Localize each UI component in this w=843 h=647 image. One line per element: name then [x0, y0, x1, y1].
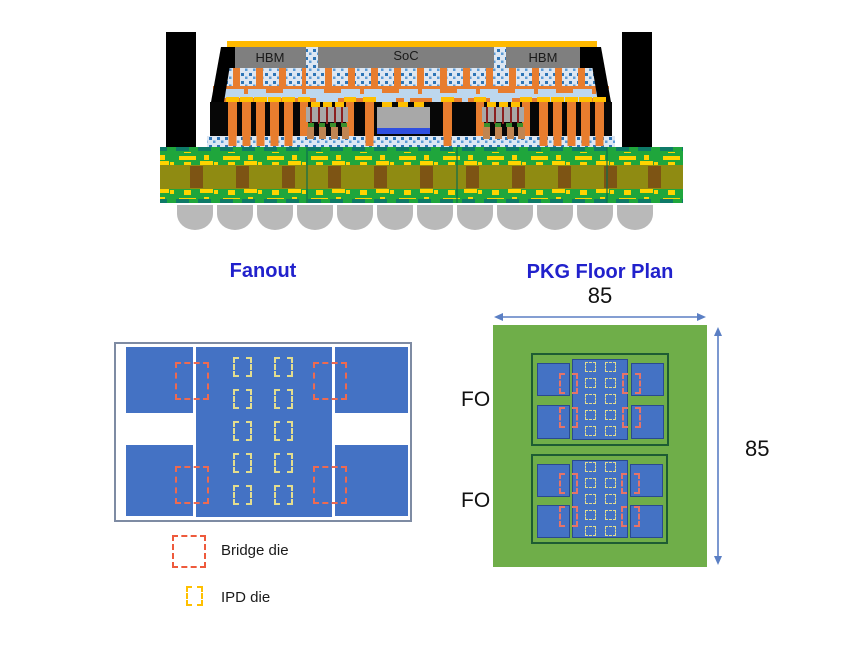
mini-bridge-die	[559, 473, 578, 494]
mini-ipd-grid	[585, 462, 616, 536]
fanout-hbm-bottom-left	[126, 445, 193, 516]
ipd-die-outline	[233, 357, 252, 377]
fo-label-bottom: FO	[461, 489, 491, 512]
width-dimension-arrow	[494, 313, 706, 321]
mini-bridge-die	[622, 407, 641, 428]
mini-bridge-die	[622, 373, 641, 394]
hbm-die-left	[235, 47, 306, 68]
pkg-height-dimension: 85	[745, 436, 770, 461]
soc-label: SoC	[393, 48, 418, 63]
soc-die	[318, 47, 494, 68]
bridge-die-outline	[175, 466, 209, 504]
ipd-die-outline	[274, 389, 293, 409]
mini-ipd-die	[605, 410, 616, 420]
substrate	[160, 147, 683, 203]
mini-ipd-die	[605, 526, 616, 536]
mini-ipd-die	[585, 378, 596, 388]
mini-ipd-die	[605, 510, 616, 520]
fanout-hbm-bottom-right	[335, 445, 408, 516]
mini-ipd-die	[605, 378, 616, 388]
bridge-die-outline	[175, 362, 209, 400]
ipd-die-outline	[274, 485, 293, 505]
mini-ipd-die	[605, 478, 616, 488]
ipd-die-outline	[233, 421, 252, 441]
mini-hbm	[631, 405, 664, 439]
fanout-soc-region	[196, 347, 332, 517]
stiffener-bar-left	[166, 32, 196, 147]
pkg-width-dimension: 85	[587, 283, 613, 308]
mini-ipd-die	[585, 426, 596, 436]
legend-ipd-die-label: IPD die	[221, 589, 271, 606]
mini-bridge-die	[621, 506, 640, 527]
mini-bridge-die	[559, 373, 578, 394]
mini-hbm	[630, 464, 663, 497]
bump-layer	[207, 136, 615, 147]
mini-ipd-die	[605, 426, 616, 436]
stiffener-bar-right	[622, 32, 652, 147]
fanout-title: Fanout	[229, 260, 297, 282]
mini-soc	[572, 460, 628, 538]
mini-ipd-die	[605, 494, 616, 504]
center-die	[377, 102, 430, 134]
mini-ipd-die	[605, 362, 616, 372]
fanout-outline	[114, 342, 412, 522]
pkg-floor-plan-title: PKG Floor Plan	[526, 261, 674, 283]
mini-ipd-grid	[585, 362, 616, 436]
mold-layer	[207, 97, 615, 147]
legend-bridge-die-label: Bridge die	[221, 542, 289, 559]
mini-ipd-die	[605, 394, 616, 404]
interposer-stack	[213, 68, 609, 102]
ipd-die-outline	[233, 485, 252, 505]
mini-ipd-die	[585, 494, 596, 504]
legend-ipd-die-swatch	[186, 586, 203, 606]
die-row: HBM SoC HBM	[211, 47, 611, 102]
fanout-module-top	[531, 353, 669, 446]
pkg-substrate	[493, 325, 707, 567]
mini-ipd-die	[585, 510, 596, 520]
mini-hbm	[537, 464, 570, 497]
package-lid	[227, 41, 597, 47]
hbm-left-label: HBM	[256, 50, 285, 65]
mini-hbm	[631, 363, 664, 396]
rdl-layer	[213, 86, 609, 102]
solder-balls	[177, 205, 653, 230]
mini-hbm	[537, 363, 570, 396]
ipd-die-grid	[233, 357, 293, 505]
fanout-hbm-top-right	[335, 347, 408, 413]
ipd-die-outline	[274, 453, 293, 473]
bridge-die-outline	[313, 362, 347, 400]
fanout-hbm-top-left	[126, 347, 193, 413]
package-cross-section: HBM SoC HBM	[160, 32, 683, 230]
mini-ipd-die	[585, 462, 596, 472]
ipd-die-outline	[274, 421, 293, 441]
mini-ipd-die	[585, 526, 596, 536]
hbm-die-right	[506, 47, 580, 68]
mini-bridge-die	[621, 473, 640, 494]
ipd-die-outline	[274, 357, 293, 377]
mini-hbm	[537, 405, 570, 439]
mini-ipd-die	[585, 410, 596, 420]
mini-bridge-die	[559, 506, 578, 527]
ipd-die-outline	[233, 453, 252, 473]
fo-label-top: FO	[461, 388, 491, 411]
mini-soc	[572, 359, 628, 440]
height-dimension-arrow	[714, 327, 722, 565]
mini-hbm	[537, 505, 570, 538]
ipd-die-outline	[233, 389, 252, 409]
substrate-vias	[190, 166, 661, 188]
mini-hbm	[630, 505, 663, 538]
mini-ipd-die	[585, 478, 596, 488]
mini-ipd-die	[585, 362, 596, 372]
mini-bridge-die	[559, 407, 578, 428]
fanout-module-bottom	[531, 454, 668, 544]
mini-ipd-die	[585, 394, 596, 404]
legend-bridge-die-swatch	[172, 535, 206, 568]
mini-ipd-die	[605, 462, 616, 472]
hbm-right-label: HBM	[529, 50, 558, 65]
bridge-die-outline	[313, 466, 347, 504]
